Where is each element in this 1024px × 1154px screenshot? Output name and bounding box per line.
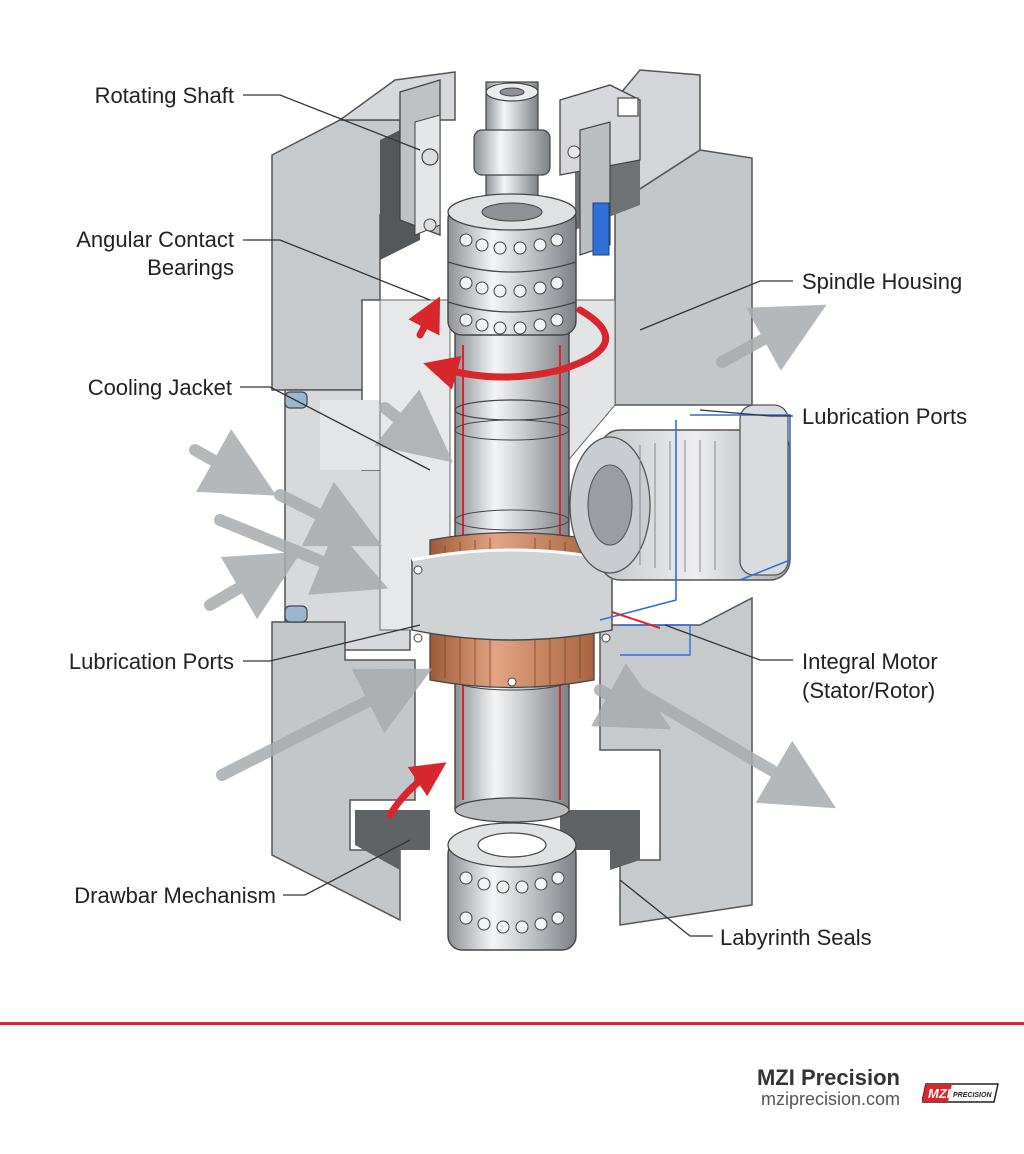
label-lubrication-ports-right: Lubrication Ports	[802, 404, 968, 429]
label-lubrication-ports-left: Lubrication Ports	[68, 649, 234, 674]
brand-name: MZI Precision	[756, 1065, 900, 1090]
upper-angular-contact-bearings	[447, 193, 577, 336]
label-angular-contact-line2: Bearings	[147, 255, 234, 280]
label-angular-contact-line1: Angular Contact	[76, 227, 234, 252]
lower-bearings	[447, 822, 577, 951]
label-rotating-shaft: Rotating Shaft	[94, 83, 234, 108]
label-spindle-housing: Spindle Housing	[802, 269, 963, 294]
label-integral-motor-line1: Integral Motor	[802, 649, 938, 674]
footer-divider	[0, 1022, 1024, 1025]
rotation-direction-arrows	[386, 296, 610, 819]
brand-url: mziprecision.com	[760, 1089, 900, 1109]
label-cooling-jacket: Cooling Jacket	[87, 375, 232, 400]
spindle-cutaway-illustration	[189, 69, 837, 951]
logo-text-sub: PRECISION	[953, 1092, 992, 1099]
logo-text-main: MZI	[928, 1086, 951, 1101]
mzi-logo: MZI PRECISION	[922, 1083, 999, 1103]
label-drawbar-mechanism: Drawbar Mechanism	[74, 883, 276, 908]
label-integral-motor-line2: (Stator/Rotor)	[802, 678, 936, 703]
label-labyrinth-seals: Labyrinth Seals	[720, 925, 872, 950]
label-leader-lines	[240, 94, 793, 937]
top-bracket-assembly	[399, 79, 641, 256]
external-motor-unit	[569, 404, 791, 656]
coolant-flow-arrows	[189, 304, 837, 809]
rotating-shaft-drawing	[454, 81, 570, 823]
integral-motor-stator-rotor	[411, 531, 613, 689]
